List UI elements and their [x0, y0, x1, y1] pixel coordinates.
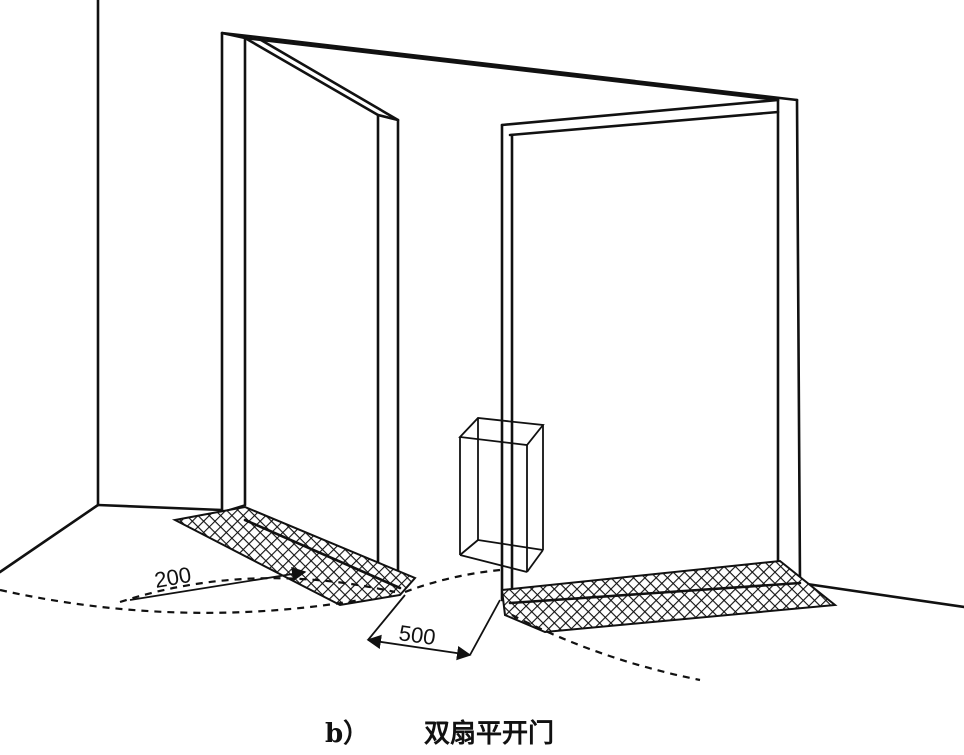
caption-label: b）: [325, 719, 369, 749]
dimension-200-label: 200: [153, 562, 194, 593]
wheelchair-space-box: [458, 417, 545, 573]
tactile-strip-right: [500, 559, 838, 634]
door-swing-arcs: [0, 568, 701, 682]
figure-caption: b） 双扇平开门: [325, 718, 554, 749]
left-door-leaf: [221, 36, 400, 587]
dimension-500: 500: [366, 594, 501, 661]
tactile-strip-left: [171, 505, 417, 607]
room-walls: [0, 0, 964, 609]
dimension-500-label: 500: [397, 620, 437, 650]
caption-title: 双扇平开门: [424, 718, 554, 749]
